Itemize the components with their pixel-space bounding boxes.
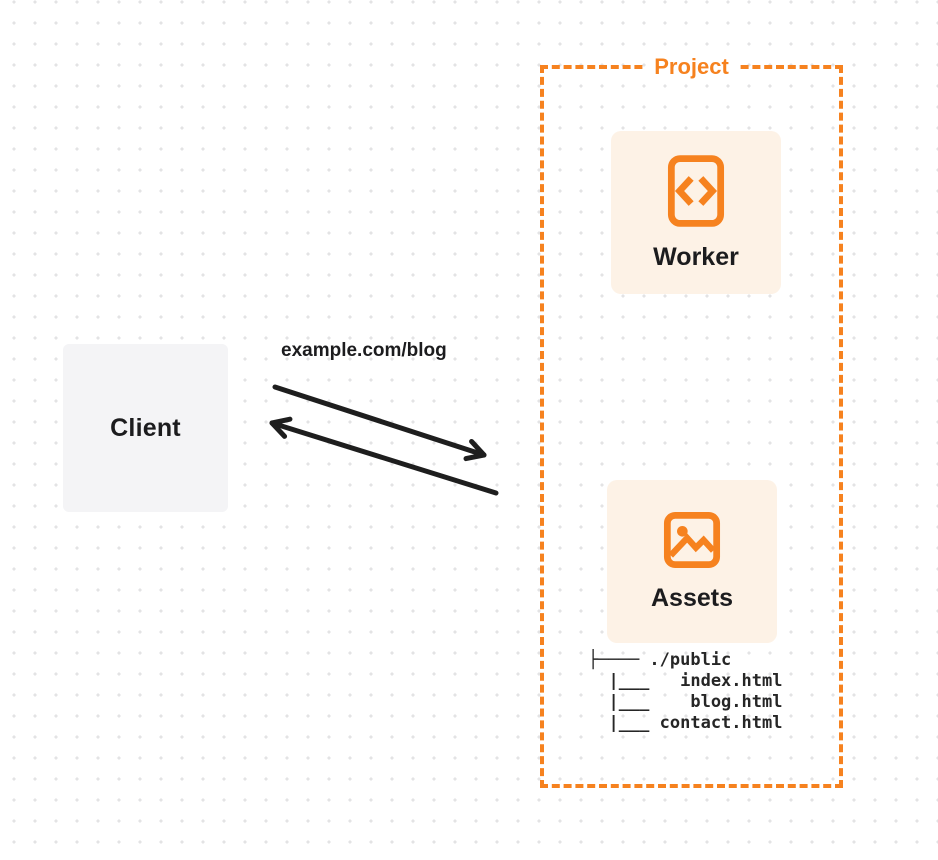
file-tree: ├──── ./public |___ index.html |___ blog… [588, 650, 782, 734]
worker-label: Worker [653, 242, 739, 271]
request-arrow [272, 384, 487, 462]
project-label: Project [645, 52, 738, 82]
file-tree-blog: |___ blog.html [588, 692, 783, 712]
client-node: Client [63, 344, 228, 512]
request-url-label: example.com/blog [281, 340, 447, 361]
image-icon [663, 511, 721, 569]
project-container: Project Worker Assets [540, 52, 843, 788]
file-tree-contact: |___ contact.html [588, 713, 783, 733]
worker-node: Worker [611, 131, 781, 294]
file-tree-root: ├──── ./public [588, 650, 732, 670]
client-label: Client [110, 413, 181, 442]
assets-label: Assets [651, 583, 733, 612]
file-tree-index: |___ index.html [588, 671, 783, 691]
response-arrow [269, 416, 499, 496]
code-icon [667, 154, 725, 228]
assets-node: Assets [607, 480, 777, 643]
